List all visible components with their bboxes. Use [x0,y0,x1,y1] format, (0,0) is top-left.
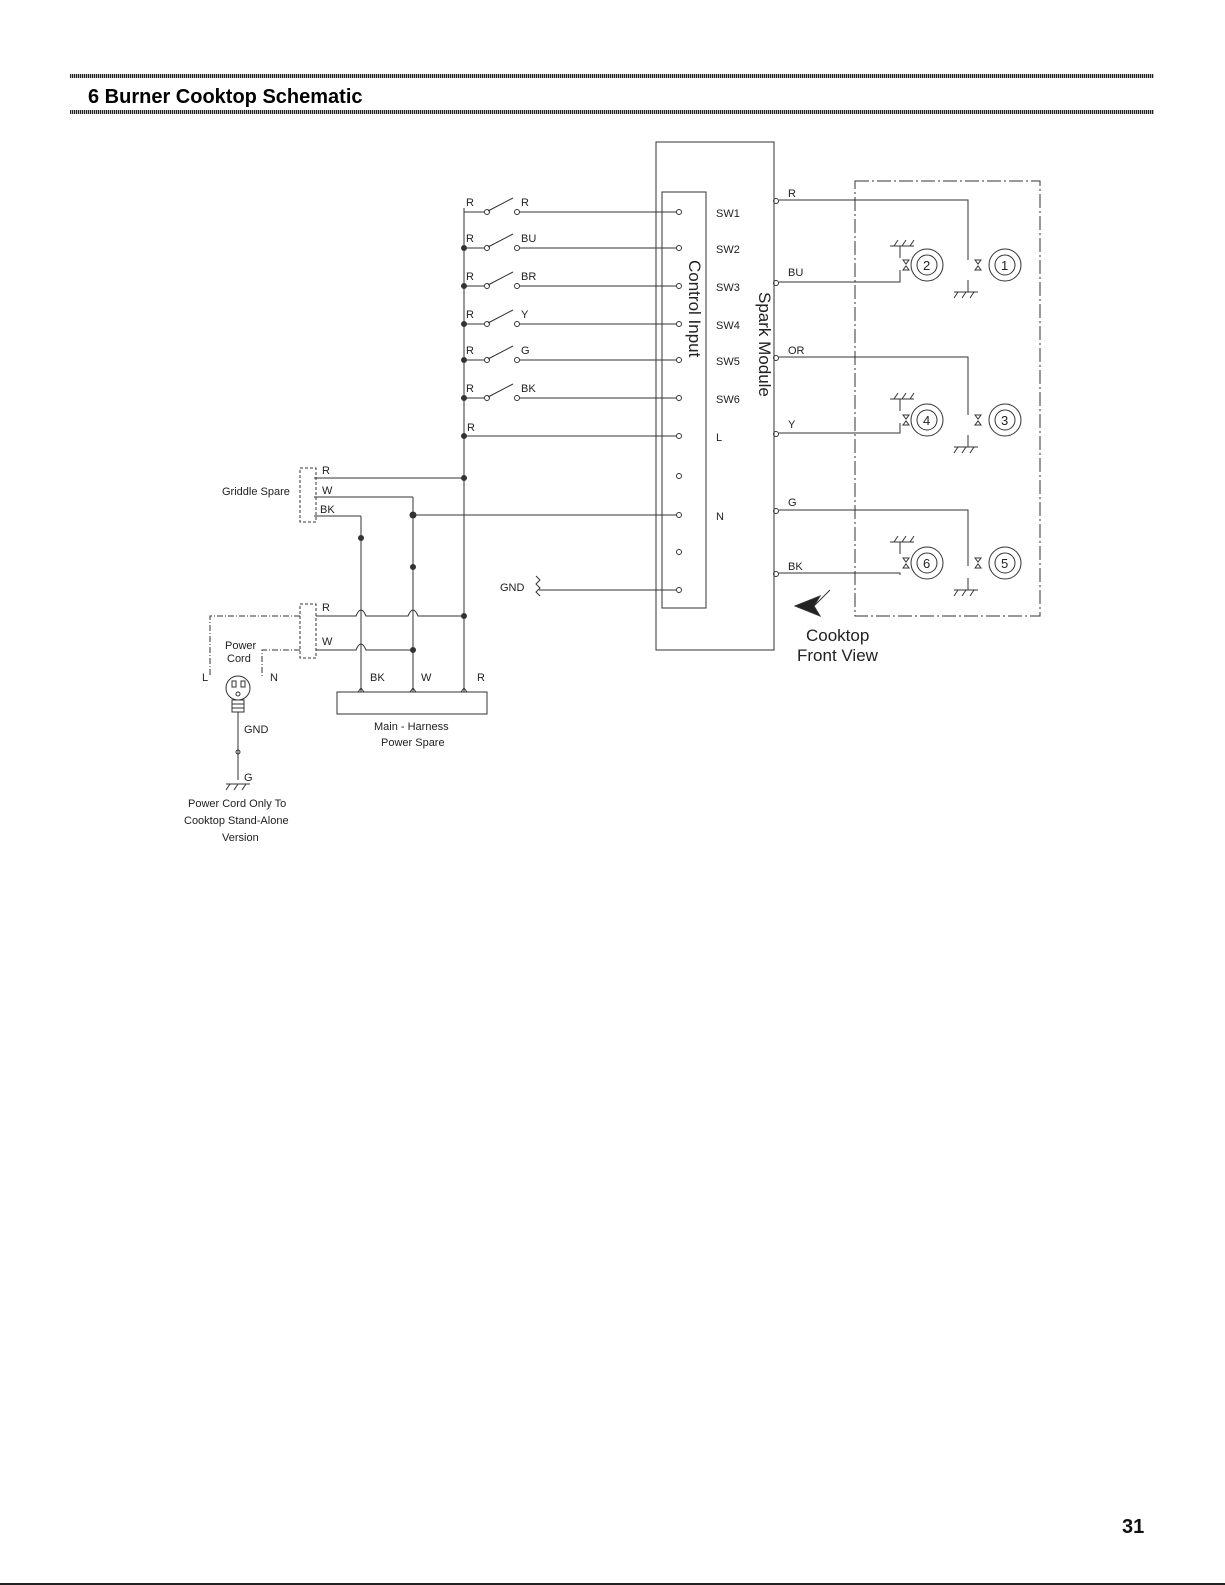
power-cord-gnd-label: GND [244,724,269,736]
control-input-label: Control Input [685,260,704,358]
burner-2: 2 [890,240,943,281]
output-wire-or: OR [774,345,969,415]
switch-5-left-label: R [466,345,474,357]
burner-4-label: 4 [923,413,930,428]
griddle-wire-r: R [322,465,330,477]
power-cord-label-1: Power [225,640,257,652]
control-input-box [662,192,706,608]
plug-wire-w: W [322,636,333,648]
power-cord-note-3: Version [222,832,259,844]
output-wire-y: Y [774,419,901,437]
pin-sw1: SW1 [716,208,740,220]
power-plug-connector: R W [300,602,467,658]
power-cord-label-2: Cord [227,653,251,665]
gnd-label: GND [500,582,525,594]
front-view-arrow-icon [795,590,830,616]
power-cord-note-2: Cooktop Stand-Alone [184,815,289,827]
harness-wire-bk: BK [370,672,385,684]
pin-sw3: SW3 [716,282,740,294]
output-wire-bu: BU [774,267,901,286]
power-cord-n-label: N [270,672,278,684]
line-l-wire: R L [462,422,723,444]
switch-4-right-label: Y [521,309,529,321]
switch-6-right-label: BK [521,383,536,395]
plug-wire-r: R [322,602,330,614]
front-view-label: Front View [797,646,879,665]
harness-wire-w: W [421,672,432,684]
burner-5: 5 [954,547,1021,596]
griddle-wire-bk: BK [320,504,335,516]
pin-sw4: SW4 [716,320,740,332]
griddle-spare-label: Griddle Spare [222,486,290,498]
pin-sw5: SW5 [716,356,740,368]
switch-row-2: R BU SW2 [462,233,740,256]
output-wire-bk: BK [774,561,901,577]
power-cord-plug: Power Cord L N GND G [202,640,278,790]
power-cord-l-label: L [202,672,208,684]
output-wire-g: G [774,497,969,566]
harness-label-2: Power Spare [381,737,445,749]
burner-3: 3 [954,404,1021,453]
switch-1-right-label: R [521,197,529,209]
griddle-spare-connector: R W BK Griddle Spare [222,465,467,692]
pin-empty-1 [677,474,682,479]
switch-6-left-label: R [466,383,474,395]
burner-4: 4 [890,393,943,436]
output-label-bu: BU [788,267,803,279]
burner-5-label: 5 [1001,556,1008,571]
griddle-wire-w: W [322,485,333,497]
power-cord-note-1: Power Cord Only To [188,798,286,810]
cooktop-boundary [855,181,1040,616]
switch-2-left-label: R [466,233,474,245]
gnd-wire: GND [500,576,682,596]
burner-1-label: 1 [1001,258,1008,273]
output-label-y: Y [788,419,796,431]
output-label-g: G [788,497,797,509]
pin-l: L [716,432,722,444]
switch-3-left-label: R [466,271,474,283]
burner-1: 1 [954,249,1021,298]
harness-label-1: Main - Harness [374,721,449,733]
line-l-wire-label: R [467,422,475,434]
pin-sw2: SW2 [716,244,740,256]
burner-3-label: 3 [1001,413,1008,428]
switch-4-left-label: R [466,309,474,321]
switch-1-left-label: R [466,197,474,209]
spark-module-label: Spark Module [755,292,774,397]
output-label-r: R [788,188,796,200]
burner-6-label: 6 [923,556,930,571]
pin-empty-2 [677,550,682,555]
output-label-bk: BK [788,561,803,573]
harness-wire-r: R [477,672,485,684]
switch-2-right-label: BU [521,233,536,245]
line-n-wire: N [413,511,724,523]
switch-row-6: R BK SW6 [462,383,740,406]
output-wire-r: R [774,188,969,260]
pin-sw6: SW6 [716,394,740,406]
output-label-or: OR [788,345,805,357]
cooktop-label: Cooktop [806,626,869,645]
page-number: 31 [1122,1516,1144,1539]
switch-row-1: R R SW1 [464,197,740,220]
pin-n: N [716,511,724,523]
switch-5-right-label: G [521,345,530,357]
burner-2-label: 2 [923,258,930,273]
switch-3-right-label: BR [521,271,536,283]
power-cord-g-label: G [244,772,253,784]
